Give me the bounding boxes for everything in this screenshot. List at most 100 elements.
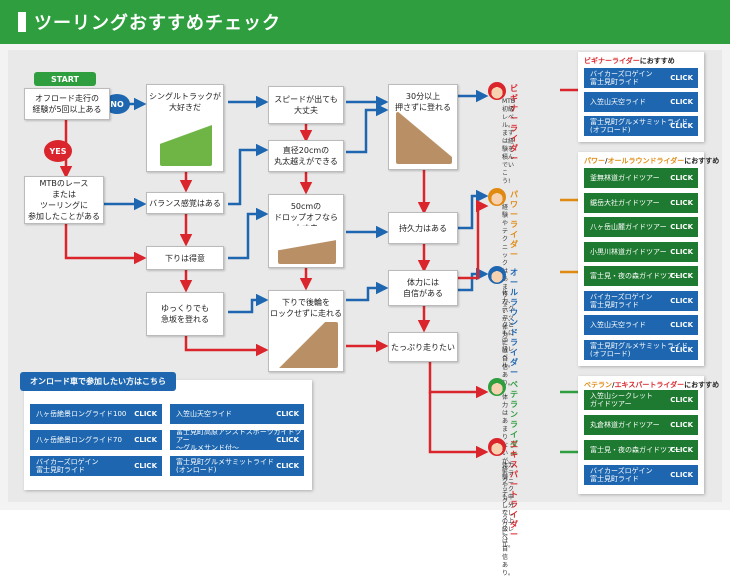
button-label: 富士見町高原アシストスポーツガイドツアー ～グルメサンド付～ bbox=[176, 428, 302, 452]
button-label: 八ヶ岳山麓ガイドツアー bbox=[590, 223, 667, 231]
click-label: CLICK bbox=[670, 396, 693, 404]
click-label: CLICK bbox=[134, 410, 157, 418]
onroad-right-button-0[interactable]: 入笠山天空ライド CLICK bbox=[170, 404, 304, 424]
dropoff-illustration bbox=[278, 226, 336, 264]
click-label: CLICK bbox=[670, 421, 693, 429]
veteran-tour-button-1[interactable]: 丸倉林道ガイドツアー CLICK bbox=[584, 415, 698, 435]
allround-rider-icon bbox=[488, 266, 506, 284]
click-label: CLICK bbox=[670, 122, 693, 130]
button-label: 入笠山天空ライド bbox=[590, 98, 646, 106]
button-label: 富士見町グルメサミットライド (オフロード) bbox=[590, 118, 688, 134]
rider-title: ビギナーライダー bbox=[510, 84, 518, 163]
button-label: バイカーズロゲイン 富士見町ライド bbox=[590, 70, 653, 86]
onroad-right-button-2[interactable]: 富士見町グルメサミットライド (オンロード)CLICK bbox=[170, 456, 304, 476]
arrow-q13-allround bbox=[458, 267, 489, 292]
onroad-right-button-1[interactable]: 富士見町高原アシストスポーツガイドツアー ～グルメサンド付～CLICK bbox=[170, 428, 304, 452]
beginner-rider-icon bbox=[488, 82, 506, 100]
click-label: CLICK bbox=[670, 223, 693, 231]
button-label: 鋸岳大社ガイドツアー bbox=[590, 198, 660, 207]
click-label: CLICK bbox=[670, 98, 693, 106]
beginner-tour-button-0[interactable]: バイカーズロゲイン 富士見町ライド CLICK bbox=[584, 68, 698, 88]
click-label: CLICK bbox=[276, 410, 299, 418]
arrow-q13-power bbox=[458, 199, 489, 280]
rider-title: パワーライダー bbox=[510, 190, 518, 259]
header-bar: ツーリングおすすめチェック bbox=[0, 0, 730, 44]
rider-description: 体力もテクニックも申し分 なしの上級レベル。 bbox=[502, 462, 515, 549]
power-card-title-suffix: におすすめ bbox=[684, 157, 720, 165]
downhill-illustration bbox=[276, 322, 338, 368]
question-log: 直径20cmの 丸太越えができる bbox=[268, 140, 344, 172]
button-label: 入笠山天空ライド bbox=[176, 410, 232, 418]
climb-illustration bbox=[396, 112, 452, 164]
beginner-tour-button-2[interactable]: 富士見町グルメサミットライド (オフロード)CLICK bbox=[584, 116, 698, 136]
question-endurance: 持久力はある bbox=[388, 212, 458, 244]
click-label: CLICK bbox=[134, 436, 157, 444]
click-label: CLICK bbox=[670, 321, 693, 329]
question-offroad-experience: オフロード走行の 経験が5回以上ある bbox=[24, 88, 110, 120]
veteran-card-title-sep: / bbox=[612, 381, 615, 389]
rider-description: MTB初級レベル。まずは経 験を積んでいこう! bbox=[502, 98, 515, 185]
question-stamina: 体力には 自信がある bbox=[388, 270, 458, 306]
arrow-q6-q10 bbox=[184, 336, 269, 357]
button-label: 小黒川林道ガイドツアー bbox=[590, 247, 667, 256]
beginner-card-title-suffix: におすすめ bbox=[639, 57, 675, 65]
arrow-q2-q5 bbox=[64, 222, 147, 265]
veteran-card-title-a: ベテラン bbox=[584, 381, 612, 389]
singletrack-illustration bbox=[160, 116, 212, 166]
expert-rider-icon bbox=[488, 438, 506, 456]
beginner-card-title: ビギナーライダー bbox=[584, 57, 640, 65]
button-label: 八ヶ岳絶景ロングライド70 bbox=[36, 436, 122, 444]
click-label: CLICK bbox=[670, 272, 693, 280]
power-card-title-sep: / bbox=[605, 157, 608, 165]
onroad-left-button-1[interactable]: 八ヶ岳絶景ロングライド70 CLICK bbox=[30, 430, 162, 450]
start-tag: START bbox=[34, 72, 96, 86]
page-title: ツーリングおすすめチェック bbox=[34, 13, 281, 34]
button-label: 富士見町グルメサミットライド (オフロード) bbox=[590, 341, 688, 358]
button-label: 釜無林道ガイドツアー bbox=[590, 174, 660, 182]
onroad-title: オンロード車で参加したい方はこちら bbox=[20, 372, 176, 391]
veteran-tour-button-0[interactable]: 入笠山シークレット ガイドツアー CLICK bbox=[584, 390, 698, 410]
arrow-q14-expert bbox=[428, 392, 489, 459]
power-tour-button-7[interactable]: 富士見町グルメサミットライド (オフロード)CLICK bbox=[584, 339, 698, 360]
button-label: バイカーズロゲイン 富士見町ライド bbox=[590, 292, 653, 309]
power-tour-button-5[interactable]: バイカーズロゲイン 富士見町ライド CLICK bbox=[584, 290, 698, 311]
click-label: CLICK bbox=[276, 462, 299, 470]
click-label: CLICK bbox=[670, 247, 693, 256]
question-steep-climb: ゆっくりでも 急坂を登れる bbox=[146, 292, 224, 336]
arrow-q6-q10 bbox=[228, 293, 269, 314]
power-card-title-b: オールラウンドライダー bbox=[607, 157, 685, 165]
button-label: 入笠山シークレット ガイドツアー bbox=[590, 392, 653, 408]
button-label: 富士見・夜の森ガイドツアー bbox=[590, 446, 681, 454]
click-label: CLICK bbox=[134, 462, 157, 470]
question-balance: バランス感覚はある bbox=[146, 192, 224, 214]
power-card-title-a: パワー bbox=[584, 157, 605, 165]
button-label: バイカーズロゲイン 富士見町ライド bbox=[590, 467, 653, 483]
rider-title: オールラウンド ライダー bbox=[510, 268, 518, 377]
veteran-tour-button-3[interactable]: バイカーズロゲイン 富士見町ライド CLICK bbox=[584, 465, 698, 485]
button-label: 丸倉林道ガイドツアー bbox=[590, 421, 660, 429]
arrow-q8-q11 bbox=[346, 103, 389, 154]
beginner-tour-button-1[interactable]: 入笠山天空ライド CLICK bbox=[584, 92, 698, 112]
click-label: CLICK bbox=[276, 436, 299, 444]
no-badge: NO bbox=[104, 94, 130, 114]
question-race-experience: MTBのレース または ツーリングに 参加したことがある bbox=[24, 176, 104, 224]
click-label: CLICK bbox=[670, 296, 693, 305]
arrow-q14-veteran bbox=[428, 362, 489, 399]
arrow-q4-q8 bbox=[228, 143, 269, 206]
click-label: CLICK bbox=[670, 471, 693, 479]
click-label: CLICK bbox=[670, 74, 693, 82]
veteran-card-title-b: エキスパートライダー bbox=[614, 381, 685, 389]
veteran-card-title-suffix: におすすめ bbox=[684, 381, 720, 389]
